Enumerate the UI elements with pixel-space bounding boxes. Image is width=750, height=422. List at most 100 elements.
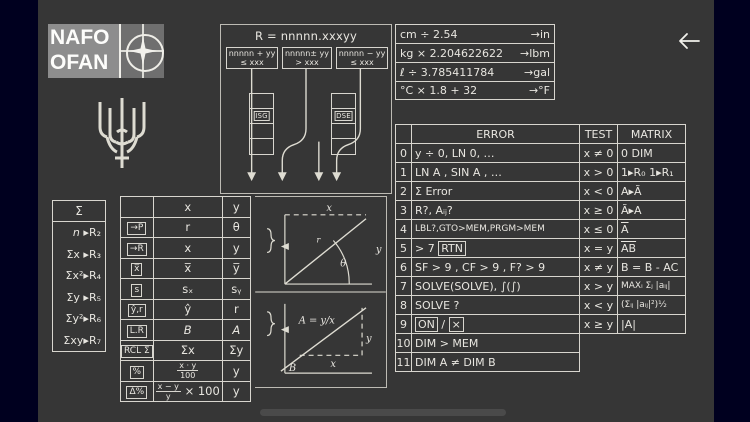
cell-y: y — [221, 360, 251, 382]
flowchart-box-3: nnnnn − yy ≤ xxx — [336, 47, 388, 69]
cell-no: 9 — [395, 314, 412, 334]
table-row: 9 ON / × x ≥ y |A| — [395, 314, 686, 334]
cell-no: 7 — [395, 276, 412, 296]
key-cell: s — [120, 278, 154, 300]
conversion-expression: °C × 1.8 + 32 — [400, 84, 478, 97]
horizontal-scrollbar[interactable] — [38, 409, 714, 416]
cell-matrix: 0 DIM — [617, 143, 686, 163]
sigma-row: Σy²▸R₆ — [65, 312, 101, 326]
table-row: 4 LBL?,GTO>MEM,PRGM>MEM x ≤ 0 A — [395, 219, 686, 239]
compass-star-icon — [128, 37, 157, 65]
sigma-header: Σ — [53, 201, 105, 222]
table-row: 2 Σ Error x < 0 A▸Ã — [395, 181, 686, 201]
cell-test: x > 0 — [579, 162, 618, 182]
error-code-table: ERROR TEST MATRIX 0 y ÷ 0, LN 0, … x ≠ 0… — [395, 124, 686, 372]
conversion-expression: kg × 2.204622622 — [400, 46, 504, 60]
cell-test: x ≠ 0 — [579, 143, 618, 163]
nafo-logo-line2: OFAN — [50, 51, 109, 74]
cell-error: SOLVE ? — [411, 295, 580, 315]
cell-matrix: A — [617, 219, 686, 239]
table-row: 11 DIM A ≠ DIM B — [395, 352, 686, 372]
conversion-expression: cm ÷ 2.54 — [400, 27, 458, 41]
back-button[interactable] — [674, 28, 704, 54]
cell-no: 3 — [395, 200, 412, 220]
cell-no: 10 — [395, 333, 412, 353]
col-header-no — [395, 124, 412, 144]
key-mean: x̅ — [131, 263, 143, 277]
polar-theta-label: θ — [340, 258, 346, 269]
sigma-row: Σx ▸R₃ — [66, 247, 101, 261]
key-cell: % — [120, 360, 154, 382]
sigma-row: Σx²▸R₄ — [65, 269, 101, 283]
flowchart-box-2: nnnnn± yy > xxx — [282, 47, 332, 69]
arrow-left-icon — [679, 33, 700, 49]
key-recall-sigma: RCL Σ — [121, 345, 153, 359]
cell-y: A — [221, 319, 251, 341]
nafo-logo-text: NAFO OFAN — [48, 24, 121, 78]
cell-matrix: |A| — [617, 314, 686, 334]
cell-error: SF > 9 , CF > 9 , F? > 9 — [411, 257, 580, 277]
table-row: RCL Σ Σx Σy — [120, 339, 251, 361]
cell-error: DIM A ≠ DIM B — [411, 352, 580, 372]
conversion-result: →lbm — [520, 46, 550, 60]
cell-matrix: A▸Ã — [617, 181, 686, 201]
cell-x: x — [152, 237, 223, 259]
rtn-key-glyph: RTN — [438, 240, 467, 256]
polar-x-label: x — [326, 203, 332, 214]
linear-intercept-label: B — [288, 363, 296, 374]
table-row: 1 LN A , SIN A , … x > 0 1▸R₀ 1▸R₁ — [395, 162, 686, 182]
cell-error: R?, Aᵢⱼ? — [411, 200, 580, 220]
dse-label: DSE — [334, 111, 353, 121]
isg-stack: ISG — [249, 93, 274, 155]
table-row: ŷ,r ŷ r — [120, 298, 251, 320]
cell-error: DIM > MEM — [411, 333, 580, 353]
dse-stack: DSE — [331, 93, 356, 155]
cell-y: y — [221, 237, 251, 259]
cell-y: r — [221, 298, 251, 320]
table-row: 3 R?, Aᵢⱼ? x ≥ 0 Ã▸A — [395, 200, 686, 220]
cell-no: 1 — [395, 162, 412, 182]
linear-y-label: y — [365, 333, 372, 344]
cell-y: sᵧ — [221, 278, 251, 300]
cell-x: ŷ — [152, 298, 223, 320]
table-row: →R x y — [120, 237, 251, 259]
table-row: 5 > 7 RTN x = y AB — [395, 238, 686, 258]
linear-x-label: x — [330, 359, 336, 370]
polar-y-label: y — [375, 244, 382, 255]
document-page: NAFO OFAN — [38, 0, 714, 422]
cell-no: 0 — [395, 143, 412, 163]
cell-no: 6 — [395, 257, 412, 277]
key-cell: L.R — [120, 319, 154, 341]
cell-error: LBL?,GTO>MEM,PRGM>MEM — [411, 219, 580, 239]
table-header-row: ERROR TEST MATRIX — [395, 124, 686, 144]
conversion-expression: ℓ ÷ 3.785411784 — [400, 65, 495, 79]
conversion-row: cm ÷ 2.54 →in — [395, 24, 555, 43]
cell-test: x ≥ y — [579, 314, 618, 334]
table-row: 0 y ÷ 0, LN 0, … x ≠ 0 0 DIM — [395, 143, 686, 163]
col-header-test: TEST — [579, 124, 618, 144]
conversion-result: →gal — [524, 65, 550, 79]
conversion-result: →in — [530, 27, 550, 41]
cell-matrix: Ã▸A — [617, 200, 686, 220]
key-cell: ŷ,r — [120, 298, 154, 320]
cell-test: x ≠ y — [579, 257, 618, 277]
table-header-row: x y — [120, 196, 251, 218]
sigma-row: Σy ▸R₅ — [66, 290, 101, 304]
nato-star-emblem — [121, 24, 164, 78]
col-header-key — [120, 196, 154, 218]
cell-test — [580, 334, 618, 353]
key-cell: RCL Σ — [120, 339, 154, 361]
cell-error: ON / × — [411, 314, 580, 334]
key-delta-percent: Δ% — [126, 386, 148, 400]
scrollbar-thumb[interactable] — [260, 409, 506, 416]
diagram-svg: x y θ r A = y/x y x B — [255, 203, 386, 374]
key-percent: % — [129, 365, 145, 379]
cell-error: Σ Error — [411, 181, 580, 201]
key-to-polar: →P — [127, 222, 147, 236]
cell-x: B — [152, 319, 223, 341]
cell-error: y ÷ 0, LN 0, … — [411, 143, 580, 163]
key-linear-regression: L.R — [126, 324, 147, 338]
table-row: 10 DIM > MEM — [395, 333, 686, 353]
